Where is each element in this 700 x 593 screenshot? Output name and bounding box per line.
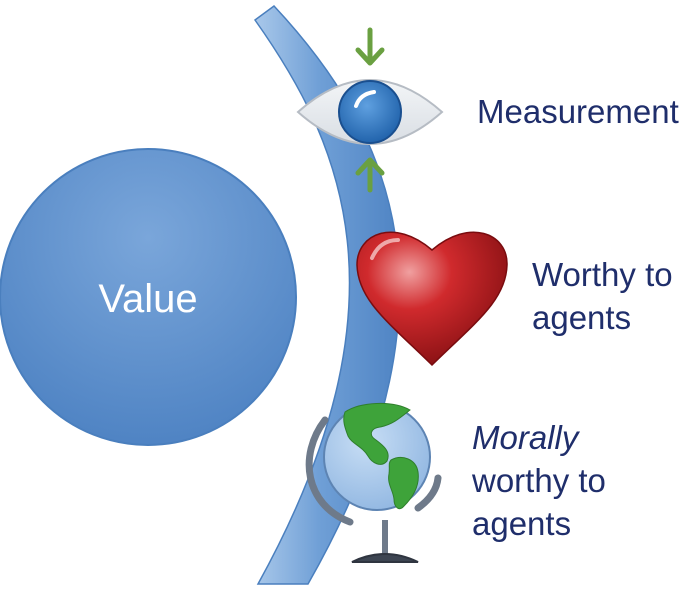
- value-label: Value: [98, 277, 198, 321]
- morally-emphasis: Morally: [472, 419, 579, 456]
- morally-line-2: agents: [472, 505, 572, 542]
- morally-worthy-label: Morally worthy to agents: [472, 416, 606, 545]
- eye-measurement-icon: [296, 79, 444, 145]
- globe-icon: [305, 402, 442, 563]
- worthy-to-agents-label: Worthy to agents: [532, 253, 673, 339]
- arrow-up-icon: [355, 157, 385, 193]
- heart-icon: [356, 231, 508, 367]
- morally-line-1: worthy to: [472, 462, 606, 499]
- arrow-down-icon: [355, 27, 385, 66]
- value-circle: [0, 148, 297, 446]
- worthy-line-2: agents: [532, 299, 632, 336]
- measurement-label: Measurement: [477, 93, 679, 130]
- worthy-line-1: Worthy to: [532, 256, 673, 293]
